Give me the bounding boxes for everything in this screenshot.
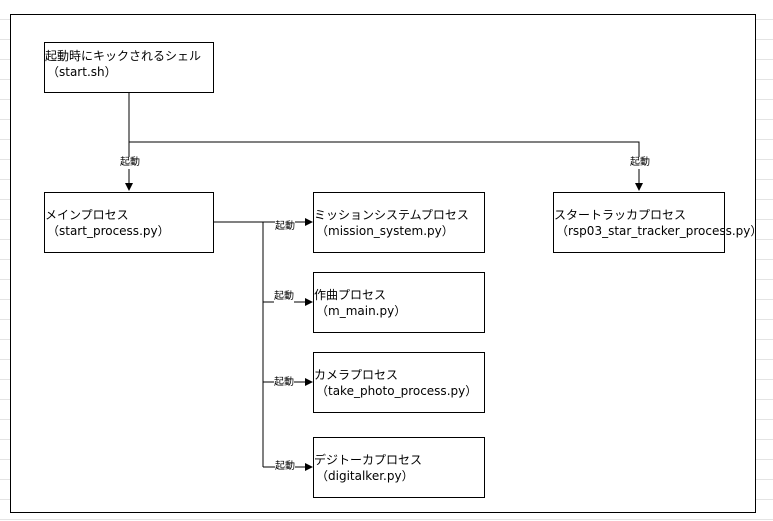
edge-label-main-mission: 起動 (275, 221, 295, 233)
node-title: メインプロセス (45, 208, 129, 222)
edge-label-startup-startracker: 起動 (630, 157, 650, 169)
edge-label-main-digitalker: 起動 (275, 461, 295, 473)
node-star-tracker-process[interactable]: スタートラッカプロセス （rsp03_star_tracker_process.… (553, 192, 762, 253)
node-file: （digitalker.py） (316, 469, 414, 483)
node-title: カメラプロセス (314, 368, 399, 382)
node-title: 作曲プロセス (314, 288, 387, 302)
node-camera-process[interactable]: カメラプロセス （take_photo_process.py） (313, 352, 485, 413)
edge-startup-startracker (129, 141, 643, 191)
node-file: （start.sh） (47, 65, 117, 79)
node-file: （start_process.py） (47, 224, 170, 238)
node-digitalker-process[interactable]: デジトーカプロセス （digitalker.py） (313, 437, 485, 498)
node-file: （mission_system.py） (316, 224, 454, 238)
node-file: （m_main.py） (316, 304, 407, 318)
node-main-process[interactable]: メインプロセス （start_process.py） (44, 192, 214, 253)
node-startup-shell[interactable]: 起動時にキックされるシェル （start.sh） (44, 42, 214, 93)
node-file: （take_photo_process.py） (316, 384, 478, 398)
node-music-process[interactable]: 作曲プロセス （m_main.py） (313, 272, 485, 333)
edge-label-main-camera: 起動 (274, 377, 294, 389)
node-title: 起動時にキックされるシェル (45, 49, 202, 63)
node-title: ミッションシステムプロセス (314, 208, 469, 222)
node-mission-system[interactable]: ミッションシステムプロセス （mission_system.py） (313, 192, 485, 253)
node-file: （rsp03_star_tracker_process.py） (556, 224, 763, 238)
edge-label-main-music: 起動 (274, 291, 294, 303)
edge-label-startup-main: 起動 (120, 157, 140, 169)
node-title: デジトーカプロセス (314, 453, 423, 467)
diagram-frame (10, 14, 756, 513)
node-title: スタートラッカプロセス (554, 208, 687, 222)
